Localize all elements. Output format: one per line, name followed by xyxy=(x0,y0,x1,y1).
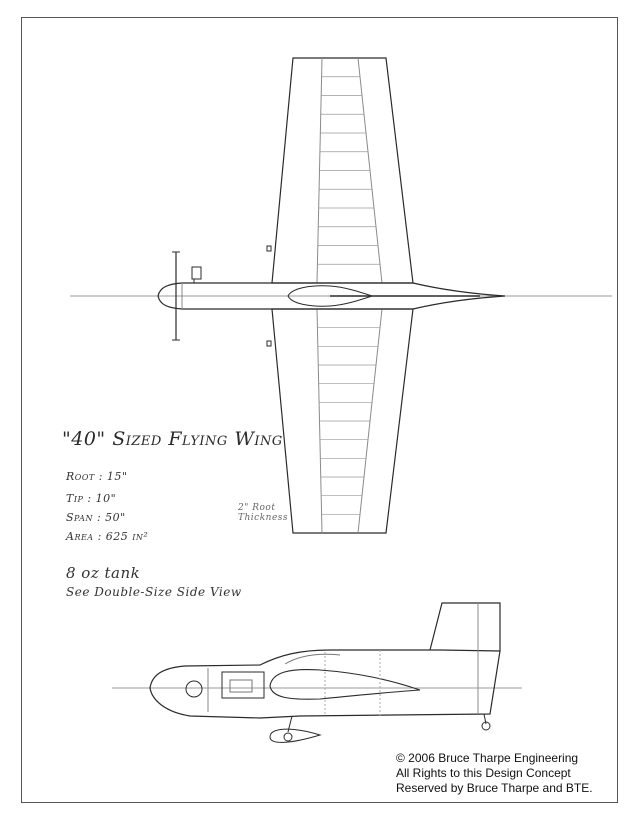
spec-tip: Tip : 10" xyxy=(66,492,117,505)
spec-span: Span : 50" xyxy=(66,511,126,524)
copyright-block: © 2006 Bruce Tharpe Engineering All Righ… xyxy=(396,751,593,796)
vertical-fin xyxy=(429,602,501,651)
top-view xyxy=(70,57,612,534)
side-tank xyxy=(229,679,253,693)
side-engine xyxy=(221,671,265,699)
copyright-line-3: Reserved by Bruce Tharpe and BTE. xyxy=(396,781,593,795)
tank-note: 8 oz tank xyxy=(66,564,141,582)
tail-wheel xyxy=(481,721,491,731)
nose-wheel-pant xyxy=(269,728,322,743)
upper-gear-mark xyxy=(266,245,272,252)
side-canopy xyxy=(284,653,341,665)
side-view-note: See Double-Size Side View xyxy=(66,585,242,599)
drawing-frame xyxy=(21,17,618,803)
side-fuselage xyxy=(149,649,501,719)
side-spinner xyxy=(185,680,203,698)
wing-ribs xyxy=(317,76,380,515)
fuselage-outline xyxy=(157,282,506,310)
nose-wheel xyxy=(283,732,293,742)
root-thickness-note: 2" Root Thickness xyxy=(238,503,289,523)
copyright-line-2: All Rights to this Design Concept xyxy=(396,766,571,780)
side-view xyxy=(112,602,522,743)
drawing-title: "40" Sized Flying Wing xyxy=(62,428,283,450)
lower-gear-mark xyxy=(266,340,272,347)
engine-muffler xyxy=(191,266,202,280)
spec-area: Area : 625 in² xyxy=(66,530,149,543)
spec-root: Root : 15" xyxy=(66,470,128,483)
copyright-line-1: © 2006 Bruce Tharpe Engineering xyxy=(396,751,579,765)
side-airfoil xyxy=(269,668,421,700)
